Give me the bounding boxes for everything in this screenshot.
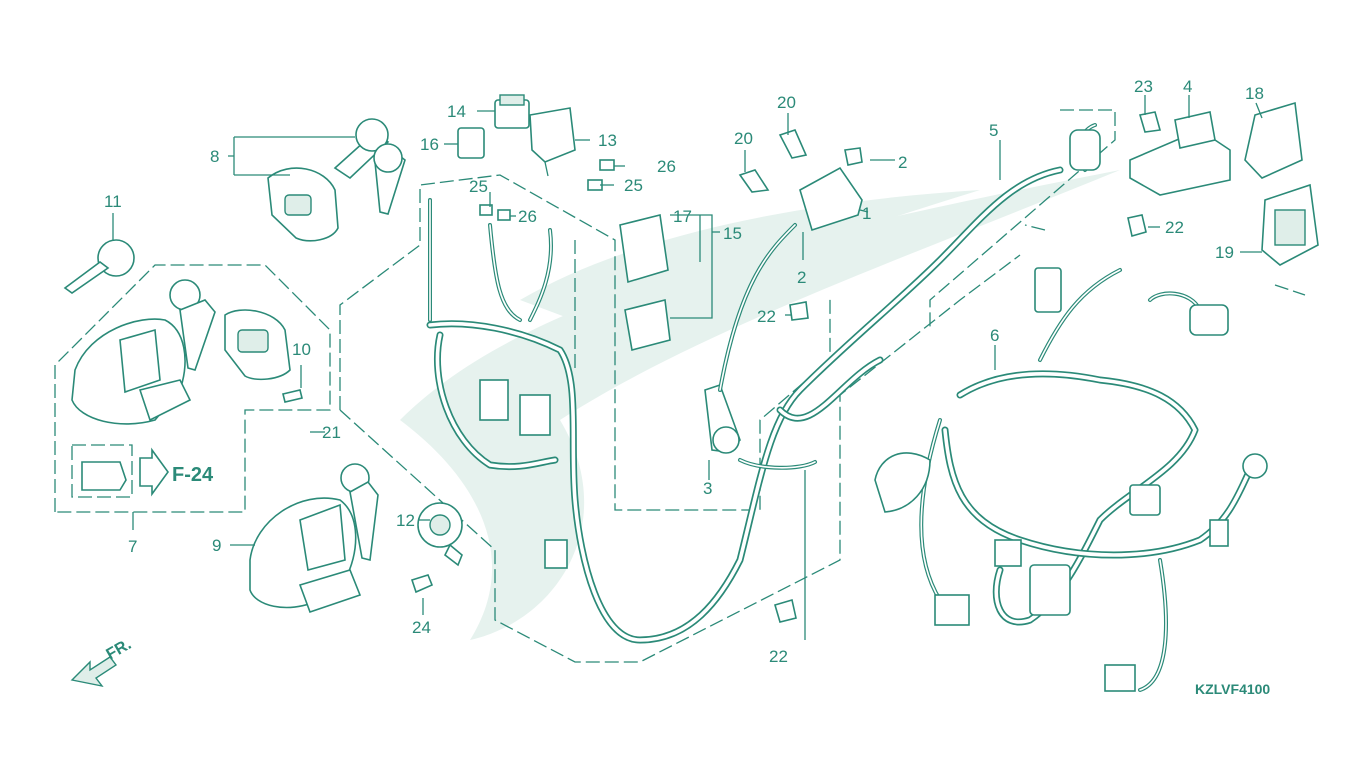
callout-25-left: 25 <box>469 177 488 196</box>
reference-f24: F-24 <box>71 444 214 498</box>
callout-26-right: 26 <box>657 157 676 176</box>
bolt-23 <box>1138 111 1162 133</box>
drawing-code: KZLVF4100 <box>1195 681 1270 697</box>
callout-2-upper: 2 <box>898 153 907 172</box>
callout-20-left: 20 <box>734 129 753 148</box>
horn-bolt <box>410 574 434 594</box>
callout-5: 5 <box>989 121 998 140</box>
callout-21: 21 <box>322 423 341 442</box>
callout-7: 7 <box>128 537 137 556</box>
callout-19: 19 <box>1215 243 1234 262</box>
control-unit-17 <box>619 214 671 351</box>
relay-14 <box>494 94 530 129</box>
relay-16 <box>457 127 485 159</box>
bolt-22 <box>774 301 809 623</box>
key-set-assembly <box>267 118 406 242</box>
callout-leader-lines <box>112 95 1263 640</box>
callout-4: 4 <box>1183 77 1192 96</box>
callout-15: 15 <box>723 224 742 243</box>
cover-19 <box>1261 183 1319 266</box>
main-wire-harness <box>426 123 1101 644</box>
callout-10: 10 <box>292 340 311 359</box>
callout-24: 24 <box>412 618 431 637</box>
callout-11: 11 <box>104 192 122 211</box>
callout-16: 16 <box>420 135 439 154</box>
group-outlines <box>54 109 1306 663</box>
callout-18: 18 <box>1245 84 1264 103</box>
spark-plug-cap <box>704 383 741 454</box>
callout-9: 9 <box>212 536 221 555</box>
callout-14: 14 <box>447 102 466 121</box>
sub-wire-harness <box>874 267 1268 692</box>
ignition-switch <box>249 463 379 614</box>
ignition-coil <box>799 147 863 232</box>
callout-26-left: 26 <box>518 207 537 226</box>
fuse-25-26 <box>479 159 615 221</box>
callout-12: 12 <box>396 511 415 530</box>
callout-1: 1 <box>862 204 871 223</box>
callout-13: 13 <box>598 131 617 150</box>
callout-22-right: 22 <box>1165 218 1184 237</box>
callout-6: 6 <box>990 326 999 345</box>
callout-22-center: 22 <box>757 307 776 326</box>
callout-3: 3 <box>703 479 712 498</box>
callout-8: 8 <box>210 147 219 166</box>
cover-18 <box>1244 101 1303 179</box>
callout-17: 17 <box>673 207 692 226</box>
relay-13 <box>529 107 576 177</box>
combination-switch-assembly <box>71 279 303 425</box>
bolt-22-right <box>1127 214 1147 238</box>
part-callouts: 1 2 2 3 4 5 6 7 8 9 10 11 12 13 14 15 16… <box>104 77 1264 666</box>
front-direction-arrow: FR. <box>70 636 134 688</box>
callout-20-top: 20 <box>777 93 796 112</box>
regulator-rectifier <box>1129 111 1231 196</box>
callout-25-right: 25 <box>624 176 643 195</box>
reference-page-label: F-24 <box>172 464 214 486</box>
callout-23: 23 <box>1134 77 1153 96</box>
callout-2-lower: 2 <box>797 268 806 287</box>
callout-22-bottom: 22 <box>769 647 788 666</box>
horn <box>417 502 463 567</box>
bolt-20 <box>738 129 808 193</box>
blank-key <box>63 239 135 294</box>
